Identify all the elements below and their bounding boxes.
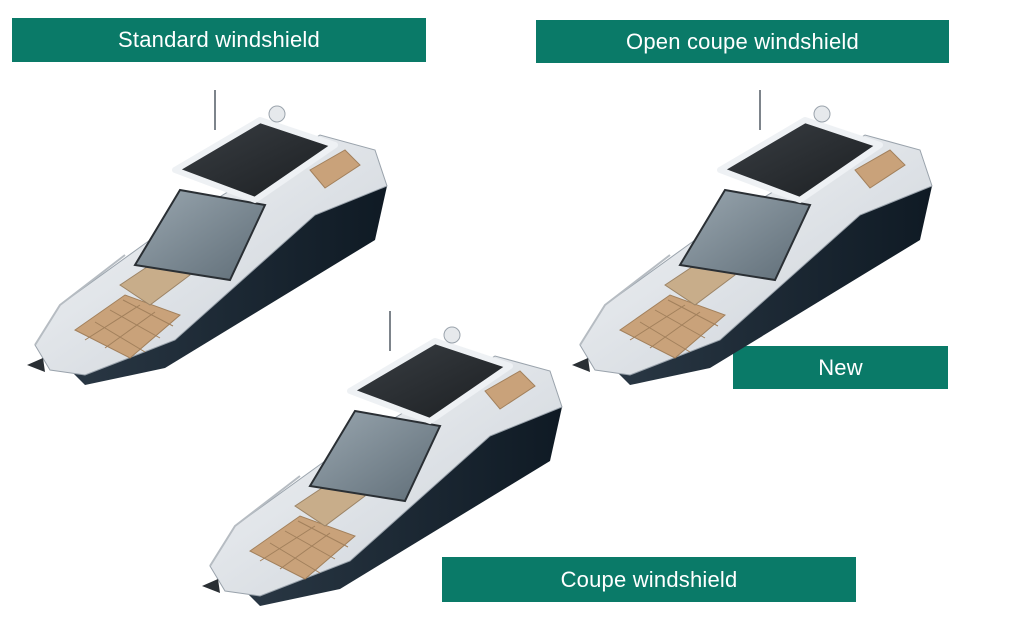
open-coupe-windshield-label: Open coupe windshield bbox=[536, 20, 949, 63]
coupe-windshield-label: Coupe windshield bbox=[442, 557, 856, 602]
open-coupe-windshield-boat bbox=[560, 90, 940, 390]
standard-windshield-label: Standard windshield bbox=[12, 18, 426, 62]
coupe-windshield-boat bbox=[190, 300, 570, 622]
new-badge: New bbox=[733, 346, 948, 389]
